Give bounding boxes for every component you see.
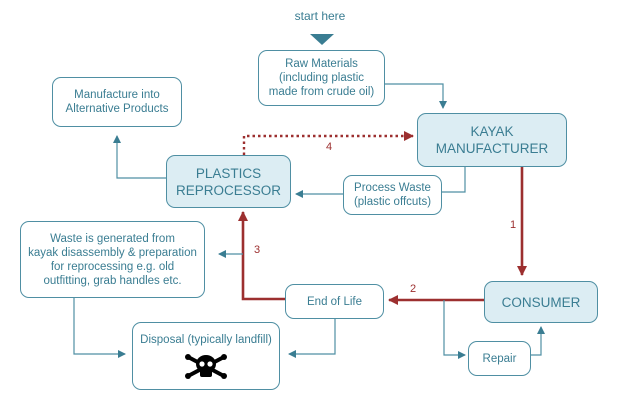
node-raw-materials[interactable]: Raw Materials (including plastic made fr… bbox=[258, 50, 385, 106]
node-label: KAYAK MANUFACTURER bbox=[435, 124, 549, 156]
flow-number-3: 3 bbox=[254, 244, 261, 256]
node-plastics-reprocessor[interactable]: PLASTICS REPROCESSOR bbox=[166, 155, 291, 208]
start-here-label: start here bbox=[294, 9, 346, 23]
node-repair[interactable]: Repair bbox=[468, 341, 531, 376]
connector-kayak-to-process-waste bbox=[442, 166, 466, 193]
connector-3-end-of-life-to-reprocessor bbox=[238, 211, 285, 301]
connector-end-of-life-to-disposal bbox=[288, 318, 336, 358]
node-label: Process Waste (plastic offcuts) bbox=[353, 182, 432, 208]
node-label: End of Life bbox=[307, 295, 362, 308]
flow-number-1: 1 bbox=[510, 219, 517, 231]
flow-number-4: 4 bbox=[326, 141, 333, 153]
node-disassembly-waste[interactable]: Waste is generated from kayak disassembl… bbox=[20, 221, 205, 298]
node-label: Repair bbox=[482, 352, 517, 365]
flow-number-2: 2 bbox=[410, 283, 417, 295]
node-alternative-products[interactable]: Manufacture into Alternative Products bbox=[52, 77, 182, 127]
connector-4-reprocessor-to-kayak bbox=[242, 131, 414, 155]
node-label: Waste is generated from kayak disassembl… bbox=[28, 232, 197, 287]
node-label: Disposal (typically landfill) bbox=[140, 334, 272, 346]
node-consumer[interactable]: CONSUMER bbox=[484, 281, 598, 323]
node-label: Manufacture into Alternative Products bbox=[65, 89, 169, 115]
connector-repair-to-consumer bbox=[531, 326, 545, 356]
connector-disassembly-to-disposal bbox=[73, 298, 126, 358]
connector-raw-to-kayak bbox=[384, 83, 447, 109]
start-arrow-icon bbox=[310, 34, 334, 45]
connector-consumer-to-repair bbox=[443, 300, 466, 359]
node-disposal[interactable]: Disposal (typically landfill) bbox=[132, 322, 280, 390]
node-label: PLASTICS REPROCESSOR bbox=[175, 165, 282, 198]
node-kayak-manufacturer[interactable]: KAYAK MANUFACTURER bbox=[417, 113, 567, 167]
skull-crossbones-icon bbox=[185, 354, 227, 379]
connector-reprocessor-to-alt-products bbox=[113, 135, 166, 179]
node-label: CONSUMER bbox=[501, 294, 581, 310]
node-label: Raw Materials (including plastic made fr… bbox=[268, 58, 375, 98]
node-end-of-life[interactable]: End of Life bbox=[285, 284, 384, 319]
node-process-waste[interactable]: Process Waste (plastic offcuts) bbox=[343, 175, 442, 215]
